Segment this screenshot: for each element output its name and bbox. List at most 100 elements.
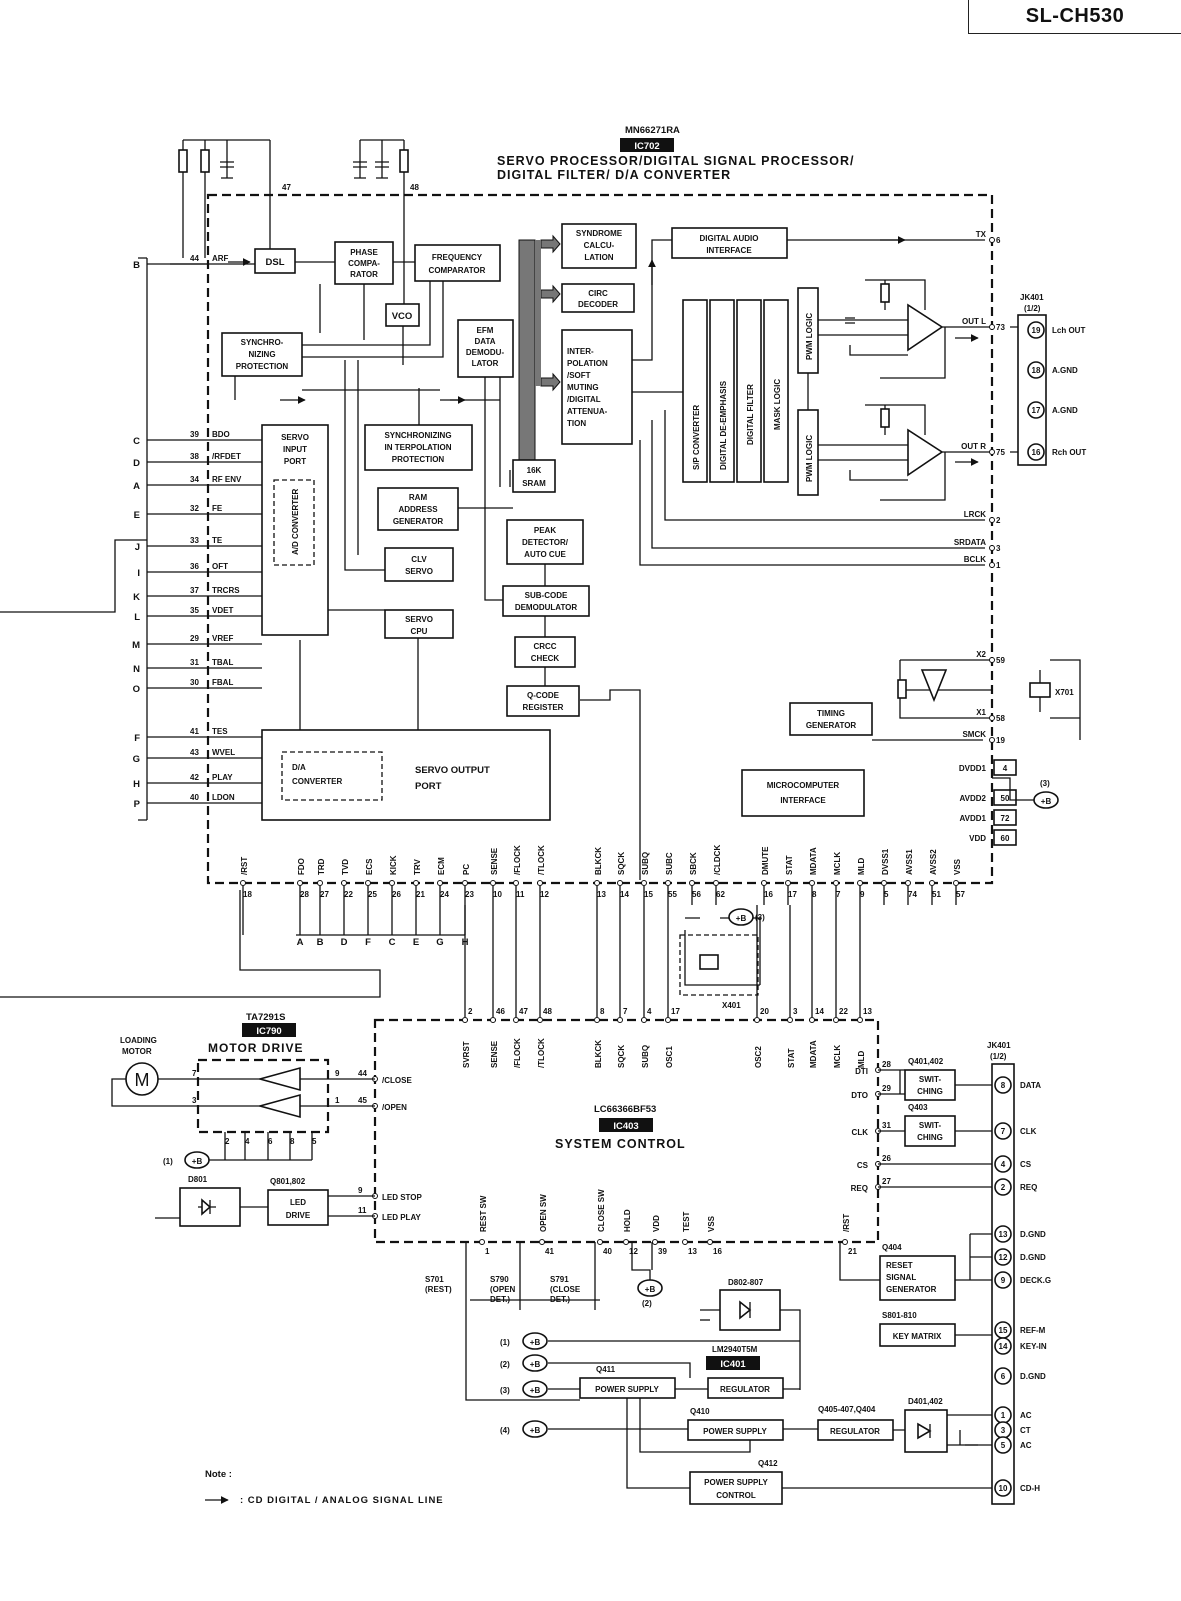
frequency-comparator-block: FREQUENCY COMPARATOR bbox=[414, 244, 501, 282]
ic403-top-pin-number: 20 bbox=[760, 1007, 769, 1016]
right-wiring bbox=[839, 1069, 992, 1336]
left-pin-name: VDET bbox=[212, 606, 233, 615]
jk-b-pin-number: 14 bbox=[999, 1342, 1008, 1351]
motor-drive-amps bbox=[190, 1066, 375, 1161]
svg-text:MICROCOMPUTER: MICROCOMPUTER bbox=[767, 781, 840, 790]
ic702-bottom-pin-number: 13 bbox=[597, 890, 606, 899]
svg-text:POLATION: POLATION bbox=[567, 359, 608, 368]
right-pin-number: 75 bbox=[996, 448, 1005, 457]
svg-text:INPUT: INPUT bbox=[283, 445, 307, 454]
ic702-bottom-pin-name: TRD bbox=[317, 858, 326, 875]
led-d801: D801 bbox=[155, 1175, 241, 1227]
led-drive-block: Q801,802 LED DRIVE bbox=[240, 1177, 375, 1226]
left-pin-letter: O bbox=[133, 684, 140, 695]
ic702-bottom-pin-number: 7 bbox=[836, 890, 841, 899]
svg-text:RATOR: RATOR bbox=[350, 270, 378, 279]
jk-b-pin-label: AC bbox=[1020, 1441, 1032, 1450]
svg-text:POWER SUPPLY: POWER SUPPLY bbox=[703, 1427, 767, 1436]
jk-a-pin-label: A.GND bbox=[1052, 406, 1078, 415]
svg-text:AUTO CUE: AUTO CUE bbox=[524, 550, 566, 559]
ic702-bottom-pin-name: /TLOCK bbox=[537, 845, 546, 875]
ic403-top-pin-name: SQCK bbox=[617, 1045, 626, 1068]
svg-text:(1/2): (1/2) bbox=[990, 1052, 1007, 1061]
left-bus-bracket bbox=[138, 257, 148, 821]
ic403-top-pins: 2SVRST46SENSE47/FLOCK48/TLOCK8BLKCK7SQCK… bbox=[462, 905, 872, 1068]
clv-servo-block: CLV SERVO bbox=[384, 547, 454, 582]
svg-text:CALCU-: CALCU- bbox=[584, 241, 615, 250]
ic702-bottom-pin-name: BLKCK bbox=[594, 847, 603, 875]
jk-b-pin-number: 3 bbox=[1001, 1426, 1006, 1435]
ic702-bottom-pin-name: KICK bbox=[389, 855, 398, 875]
left-pin-number: 39 bbox=[190, 430, 199, 439]
ic790-title: MOTOR DRIVE bbox=[208, 1041, 303, 1055]
power-wiring bbox=[548, 1340, 992, 1489]
note-label: Note : bbox=[205, 1469, 232, 1480]
q411-power-supply: Q411 POWER SUPPLY bbox=[579, 1365, 676, 1399]
svg-text:INTERFACE: INTERFACE bbox=[706, 246, 752, 255]
sram-16k-block: 16K SRAM bbox=[512, 459, 556, 493]
ic702-bottom-pin-number: 22 bbox=[344, 890, 353, 899]
svg-text:LATOR: LATOR bbox=[472, 359, 499, 368]
svg-text:SERVO: SERVO bbox=[405, 615, 433, 624]
power-pin-number: 4 bbox=[1003, 764, 1008, 773]
plus-b-ref-3-top: +B (3) bbox=[728, 908, 765, 926]
left-pin-number: 31 bbox=[190, 658, 199, 667]
ic702-bottom-pin-name: SQCK bbox=[617, 852, 626, 875]
svg-text:SWIT-: SWIT- bbox=[919, 1121, 942, 1130]
ic702-bottom-pin-name: AVSS2 bbox=[929, 849, 938, 875]
left-pin-number: 29 bbox=[190, 634, 199, 643]
svg-text:D401,402: D401,402 bbox=[908, 1397, 943, 1406]
ic403-top-pin-number: 3 bbox=[793, 1007, 798, 1016]
ic403-right-pin-name: REQ bbox=[851, 1184, 868, 1193]
ic702-bottom-pin-number: 15 bbox=[644, 890, 653, 899]
ic702-bottom-pin-number: 5 bbox=[884, 890, 889, 899]
jk-b-pin-number: 10 bbox=[999, 1484, 1008, 1493]
ic403-left-pin-name: /OPEN bbox=[382, 1103, 407, 1112]
ic702-bottom-pins: /RST18FDO28TRD27TVD22ECS25KICK26TRV21ECM… bbox=[240, 845, 965, 935]
ic403-left-pin-number: 45 bbox=[358, 1096, 367, 1105]
q410-power-supply: Q410 POWER SUPPLY bbox=[687, 1407, 784, 1441]
svg-text:REGISTER: REGISTER bbox=[523, 703, 564, 712]
svg-text:JK401: JK401 bbox=[987, 1041, 1011, 1050]
ic403-top-pin-number: 8 bbox=[600, 1007, 605, 1016]
jk-b-pin-label: D.GND bbox=[1020, 1230, 1046, 1239]
svg-text:DATA: DATA bbox=[474, 337, 495, 346]
jk-b-pin-number: 7 bbox=[1001, 1127, 1006, 1136]
left-pin-number: 30 bbox=[190, 678, 199, 687]
left-pin-number: 38 bbox=[190, 452, 199, 461]
svg-text:Q412: Q412 bbox=[758, 1459, 778, 1468]
svg-text:+B: +B bbox=[736, 914, 747, 923]
efm-demodulator-block: EFM DATA DEMODU- LATOR bbox=[457, 319, 514, 378]
svg-text:PORT: PORT bbox=[415, 781, 442, 792]
jk-b-pin-number: 5 bbox=[1001, 1441, 1006, 1450]
svg-text:DEMODULATOR: DEMODULATOR bbox=[515, 603, 578, 612]
left-pin-name: TRCRS bbox=[212, 586, 240, 595]
jk-b-pin-label: D.GND bbox=[1020, 1372, 1046, 1381]
svg-text:TIMING: TIMING bbox=[817, 709, 845, 718]
left-pin-name: TES bbox=[212, 727, 228, 736]
svg-text:JK401: JK401 bbox=[1020, 293, 1044, 302]
switch-label: S701 bbox=[425, 1275, 444, 1284]
ic702-bottom-pin-name: SBCK bbox=[689, 852, 698, 875]
ic403-right-pin-name: DTO bbox=[851, 1091, 868, 1100]
q403-switching: Q403 SWIT- CHING bbox=[904, 1103, 956, 1147]
right-pin-name: SRDATA bbox=[954, 538, 986, 547]
ic403-top-pin-name: SUBQ bbox=[641, 1045, 650, 1068]
svg-text:SRAM: SRAM bbox=[522, 479, 546, 488]
ic702-bottom-pin-name: PC bbox=[462, 864, 471, 875]
svg-text:DRIVE: DRIVE bbox=[286, 1211, 311, 1220]
ic702-bottom-pin-number: 17 bbox=[788, 890, 797, 899]
svg-text:RESET: RESET bbox=[886, 1261, 913, 1270]
ram-address-generator-block: RAM ADDRESS GENERATOR bbox=[377, 487, 459, 531]
svg-text:COMPA-: COMPA- bbox=[348, 259, 380, 268]
svg-text:DETECTOR/: DETECTOR/ bbox=[522, 538, 569, 547]
servo-bus-letter: D bbox=[341, 937, 348, 948]
ic702-bottom-pin-number: 18 bbox=[243, 890, 252, 899]
ic702-bottom-pin-number: 24 bbox=[440, 890, 449, 899]
